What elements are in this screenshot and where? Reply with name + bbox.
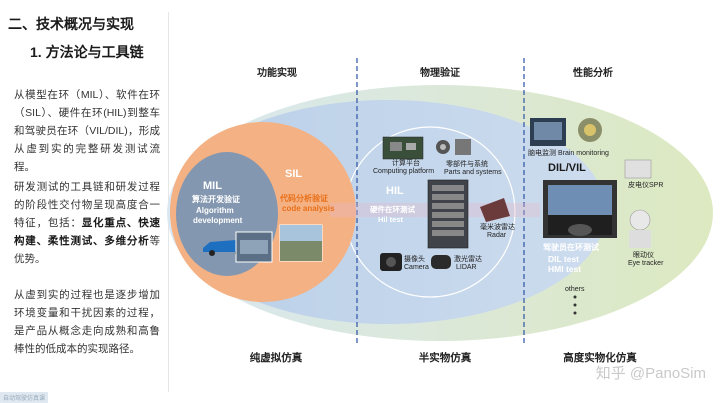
radar-en: Radar bbox=[487, 232, 507, 239]
column-performance: 性能分析 bbox=[573, 68, 613, 79]
sil-cn: 代码分析验证 bbox=[280, 194, 328, 203]
section-heading: 二、技术概况与实现 bbox=[8, 16, 134, 32]
process-text: 从虚到实的过程也是逐步增加环境变量和干扰因素的过程，是产品从概念走向成熟和高鲁棒… bbox=[14, 289, 160, 355]
dil-en: DIL test bbox=[548, 254, 580, 264]
footer-high: 高度实物化仿真 bbox=[563, 352, 637, 364]
hil-cn: 硬件在环测试 bbox=[370, 205, 415, 214]
mil-en1: Algorithm bbox=[196, 206, 234, 215]
spr-label: 皮电仪SPR bbox=[628, 182, 664, 189]
eye-tracker-photo bbox=[629, 209, 651, 248]
lidar-photo bbox=[431, 255, 451, 269]
process-paragraph: 从虚到实的过程也是逐步增加环境变量和干扰因素的过程，是产品从概念走向成熟和高鲁棒… bbox=[14, 286, 160, 358]
subsection-heading: 1. 方法论与工具链 bbox=[30, 44, 144, 60]
driver-simulator-photo bbox=[543, 180, 617, 238]
computing-cn: 计算平台 bbox=[392, 160, 420, 167]
brain-en: Brain monitoring bbox=[557, 150, 609, 157]
mil-cn: 算法开发验证 bbox=[192, 195, 240, 204]
parts-cn: 零部件与系统 bbox=[446, 161, 488, 168]
toolchain-paragraph: 研发测试的工具链和研发过程的阶段性交付物呈现高度合一特征，包括：显化重点、快速构… bbox=[14, 178, 160, 268]
spr-photo bbox=[624, 159, 652, 179]
dil-cn: 驾驶员在环测试 bbox=[543, 243, 599, 252]
dilvil-label: DIL/VIL bbox=[548, 162, 586, 174]
hil-label: HIL bbox=[386, 185, 404, 197]
hil-cabinet-photo bbox=[427, 179, 469, 249]
intro-paragraph: 从模型在环（MIL）、软件在环（SIL）、硬件在环(HIL)到整车和驾驶员在环（… bbox=[14, 86, 160, 176]
eye-cn: 眼动仪 bbox=[633, 252, 654, 259]
parts-photo bbox=[436, 139, 471, 155]
intro-text: 从模型在环（MIL）、软件在环（SIL）、硬件在环(HIL)到整车和驾驶员在环（… bbox=[14, 89, 160, 173]
parts-en: Parts and systems bbox=[444, 169, 502, 176]
column-physical: 物理验证 bbox=[420, 68, 460, 79]
toolchain-highlight: 显化重点、快速构建、柔性测试、多维分析 bbox=[14, 217, 160, 247]
lidar-en: LIDAR bbox=[456, 264, 477, 271]
camera-en: Camera bbox=[404, 264, 429, 271]
sil-en: code analysis bbox=[282, 204, 335, 213]
brain-monitoring-label: 脑电监测 Brain monitoring bbox=[528, 150, 609, 158]
hil-en: Hil test bbox=[378, 215, 404, 224]
footer-semi: 半实物仿真 bbox=[418, 352, 472, 364]
toolchain-tail: 等优势。 bbox=[14, 235, 160, 265]
others-label: others bbox=[565, 286, 585, 293]
lidar-cn: 激光雷达 bbox=[454, 256, 482, 263]
column-function: 功能实现 bbox=[257, 68, 297, 79]
mil-en2: development bbox=[193, 216, 243, 225]
toolchain-text: 研发测试的工具链和研发过程的阶段性交付物呈现高度合一特征，包括： bbox=[14, 181, 160, 229]
zhihu-watermark: 知乎 @PanoSim bbox=[595, 365, 706, 382]
hmi-en: HMI test bbox=[548, 264, 582, 274]
computing-en: Computing platform bbox=[373, 168, 435, 175]
computing-platform-photo bbox=[382, 136, 424, 160]
eye-en: Eye tracker bbox=[628, 260, 664, 267]
radar-cn: 毫米波雷达 bbox=[480, 224, 515, 231]
camera-cn: 摄像头 bbox=[404, 256, 425, 263]
radar-photo bbox=[480, 198, 510, 222]
sil-label: SIL bbox=[285, 168, 303, 180]
mil-label: MIL bbox=[203, 180, 222, 192]
corner-tag: 自动驾驶仿真课 bbox=[0, 392, 49, 403]
footer-virtual: 纯虚拟仿真 bbox=[249, 352, 303, 364]
brain-cn: 脑电监测 bbox=[528, 150, 556, 157]
